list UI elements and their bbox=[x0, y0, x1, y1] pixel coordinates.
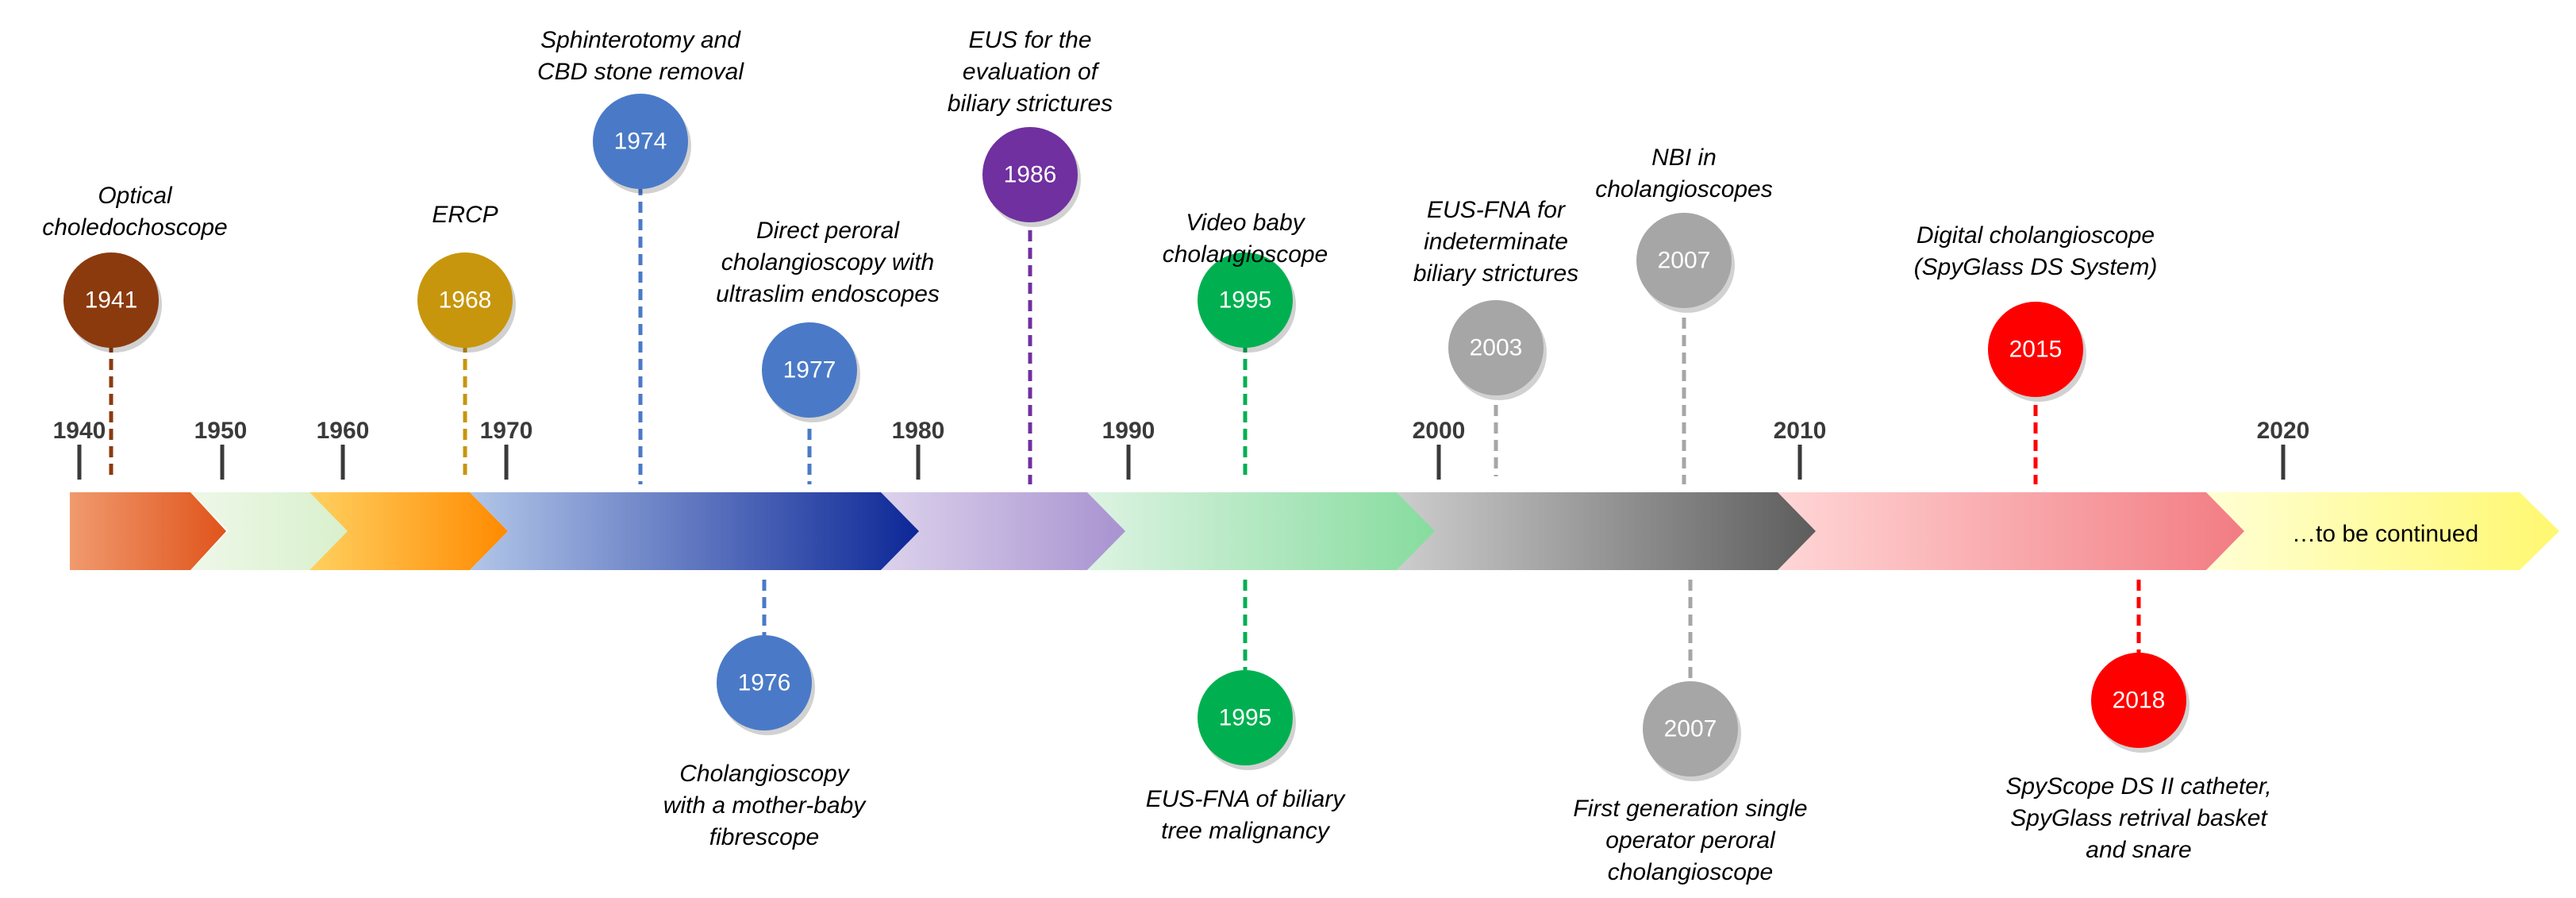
milestone-circle bbox=[1643, 681, 1738, 777]
milestone-label: and snare bbox=[2086, 837, 2191, 863]
milestone-label: operator peroral bbox=[1605, 827, 1776, 854]
milestone-circle bbox=[1448, 300, 1544, 395]
milestone-1986: 1986 EUS for the evaluation of biliary stri… bbox=[948, 27, 1113, 484]
milestone-2007: 2007 NBI in cholangioscopes bbox=[1595, 145, 1773, 484]
milestone-label: biliary strictures bbox=[1413, 260, 1578, 287]
milestone-circle bbox=[717, 635, 812, 730]
milestone-1941: 1941 Optical choledochoscope bbox=[42, 183, 228, 476]
milestone-label: ultraslim endoscopes bbox=[716, 281, 940, 307]
decade-axis: 1940 1950 1960 1970 1980 1990 2000 2010 2020 bbox=[53, 418, 2310, 480]
milestone-label: EUS-FNA for bbox=[1427, 197, 1566, 223]
milestone-label: First generation single bbox=[1573, 796, 1807, 822]
milestone-year: 2015 bbox=[2009, 337, 2063, 363]
milestone-label: cholangioscope bbox=[1163, 241, 1328, 268]
milestone-events: 1941Opticalcholedochoscope1968ERCP1974Sp… bbox=[42, 27, 2271, 885]
decade-label: 2010 bbox=[1774, 418, 1827, 444]
milestone-label: indeterminate bbox=[1424, 229, 1568, 255]
milestone-year: 1976 bbox=[738, 670, 791, 696]
decade-label: 1950 bbox=[194, 418, 248, 444]
milestone-2015: 2015 Digital cholangioscope (SpyGlass DS S… bbox=[1914, 222, 2158, 484]
milestone-label: Cholangioscopy bbox=[679, 761, 850, 787]
milestone-circle bbox=[63, 252, 159, 348]
milestone-year: 2007 bbox=[1658, 248, 1711, 274]
decade-label: 1980 bbox=[892, 418, 945, 444]
milestone-label: tree malignancy bbox=[1161, 818, 1331, 844]
milestone-circle bbox=[593, 94, 688, 189]
milestone-label: Optical bbox=[98, 183, 173, 209]
milestone-label: cholangioscopy with bbox=[721, 249, 935, 276]
decade-label: 1970 bbox=[480, 418, 533, 444]
milestone-label: Direct peroral bbox=[756, 218, 900, 244]
milestone-label: ERCP bbox=[432, 202, 498, 228]
milestone-circle bbox=[1988, 302, 2083, 397]
timeline-band bbox=[70, 492, 2559, 570]
milestone-label: Digital cholangioscope bbox=[1917, 222, 2155, 249]
milestone-label: CBD stone removal bbox=[537, 59, 744, 85]
milestone-1977: 1977 Direct peroral cholangioscopy with ult… bbox=[716, 218, 940, 484]
milestone-2003: 2003 EUS-FNA for indeterminate biliary stri… bbox=[1413, 197, 1578, 476]
timeline-segment bbox=[70, 492, 226, 570]
milestone-label: cholangioscopes bbox=[1595, 176, 1773, 202]
timeline-segment bbox=[881, 492, 1127, 570]
timeline-segment bbox=[310, 492, 508, 570]
milestone-year: 1977 bbox=[783, 357, 836, 383]
milestone-label: EUS for the bbox=[968, 27, 1091, 53]
milestone-circle bbox=[1636, 213, 1732, 308]
milestone-label: Sphinterotomy and bbox=[540, 27, 741, 53]
milestone-label: Video baby bbox=[1186, 210, 1306, 236]
decade-label: 2020 bbox=[2257, 418, 2310, 444]
milestone-year: 1941 bbox=[85, 287, 138, 314]
timeline-segment bbox=[2206, 492, 2559, 570]
milestone-circle bbox=[982, 127, 1078, 222]
milestone-label: cholangioscope bbox=[1608, 859, 1774, 885]
decade-label: 1940 bbox=[53, 418, 106, 444]
milestone-label: EUS-FNA of biliary bbox=[1146, 786, 1347, 812]
milestone-label: NBI in bbox=[1651, 145, 1717, 171]
milestone-label: fibrescope bbox=[709, 824, 819, 850]
timeline-segment bbox=[190, 492, 349, 570]
timeline-segment bbox=[1087, 492, 1436, 570]
milestone-year: 2007 bbox=[1664, 716, 1717, 742]
milestone-label: SpyGlass retrival basket bbox=[2010, 805, 2268, 831]
timeline-segment bbox=[1397, 492, 1825, 570]
milestone-circle bbox=[762, 322, 857, 418]
milestone-circle bbox=[2091, 653, 2186, 748]
milestone-year: 1995 bbox=[1219, 287, 1272, 314]
timeline-segment bbox=[1778, 492, 2250, 570]
to-be-continued-label: …to be continued bbox=[2292, 521, 2478, 547]
decade-label: 1960 bbox=[317, 418, 370, 444]
milestone-circle bbox=[1198, 670, 1293, 765]
milestone-1968: 1968 ERCP bbox=[417, 202, 516, 476]
milestone-circle bbox=[417, 252, 513, 348]
milestone-year: 1974 bbox=[614, 129, 667, 155]
milestone-year: 1995 bbox=[1219, 705, 1272, 731]
milestone-label: with a mother-baby bbox=[663, 792, 867, 819]
milestone-label: (SpyGlass DS System) bbox=[1914, 254, 2158, 280]
milestone-label: biliary strictures bbox=[948, 91, 1113, 117]
milestone-1995: 1995 Video baby cholangioscope bbox=[1163, 210, 1328, 476]
milestone-year: 1986 bbox=[1004, 162, 1057, 188]
milestone-year: 2018 bbox=[2113, 688, 2166, 714]
milestone-label: evaluation of bbox=[963, 59, 1100, 85]
timeline-segment bbox=[470, 492, 925, 570]
milestone-year: 2003 bbox=[1470, 335, 1523, 361]
milestone-circle bbox=[1198, 252, 1293, 348]
decade-label: 1990 bbox=[1102, 418, 1155, 444]
milestone-year: 1968 bbox=[439, 287, 492, 314]
milestone-label: choledochoscope bbox=[42, 214, 228, 241]
milestone-label: SpyScope DS II catheter, bbox=[2005, 773, 2271, 800]
decade-label: 2000 bbox=[1413, 418, 1466, 444]
